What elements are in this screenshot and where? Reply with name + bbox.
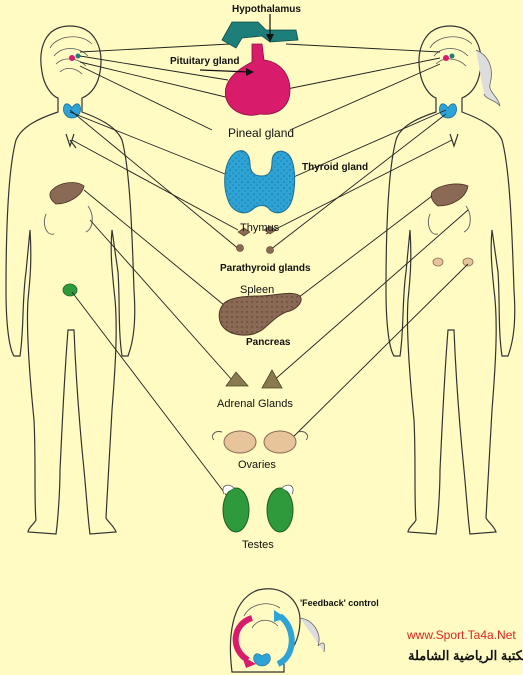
- female-figure: [385, 25, 516, 535]
- female-hypothalamus-dot: [449, 53, 455, 59]
- male-kidney-right: [85, 205, 93, 233]
- label-pineal: Pineal gland: [228, 126, 295, 140]
- pituitary-arrowhead: [246, 68, 254, 76]
- female-kidney-right: [463, 205, 471, 233]
- male-pituitary-dot: [69, 55, 75, 61]
- parathyroid-dot-2: [266, 246, 274, 254]
- female-thymus: [449, 133, 459, 148]
- label-thymus: Thymus: [240, 222, 280, 234]
- label-testes: Testes: [242, 539, 274, 551]
- female-brain: [429, 36, 473, 67]
- female-kidney-left: [427, 213, 439, 235]
- male-figure: [5, 25, 136, 535]
- pituitary-shape: [224, 43, 291, 116]
- pancreas-texture: [219, 293, 302, 336]
- adrenal-right: [261, 369, 283, 389]
- thyroid-texture: [224, 150, 295, 213]
- parathyroid-dot-1: [236, 244, 244, 252]
- female-ovary-right: [462, 257, 474, 267]
- thymus-piece-left: [237, 227, 251, 237]
- label-feedback: 'Feedback' control: [300, 598, 379, 608]
- testis-right: [266, 487, 294, 533]
- female-pancreas: [430, 183, 469, 207]
- male-hypothalamus-dot: [75, 53, 81, 59]
- ovary-right: [263, 430, 297, 454]
- label-parathyroid: Parathyroid glands: [220, 263, 311, 274]
- female-pituitary-dot: [443, 55, 449, 61]
- thymus-piece-right: [263, 225, 277, 235]
- feedback-arrow-magenta: [232, 615, 254, 663]
- watermark-url: www.Sport.Ta4a.Net: [407, 628, 516, 642]
- male-thymus: [65, 133, 77, 149]
- label-pituitary: Pituitary gland: [170, 56, 240, 67]
- ovary-left: [223, 430, 257, 454]
- hypothalamus-shape: [221, 21, 299, 49]
- pituitary-arrow: [199, 69, 251, 73]
- label-hypothalamus: Hypothalamus: [232, 4, 301, 15]
- male-pancreas: [49, 182, 85, 205]
- male-testes: [62, 283, 78, 297]
- label-adrenal: Adrenal Glands: [217, 398, 293, 410]
- label-ovaries: Ovaries: [238, 459, 276, 471]
- hypothalamus-arrowhead: [266, 34, 274, 42]
- testis-left: [222, 487, 250, 533]
- label-spleen: Spleen: [240, 284, 275, 296]
- adrenal-left: [225, 371, 249, 387]
- label-pancreas: Pancreas: [246, 337, 291, 348]
- watermark-arabic: المكتبة الرياضية الشاملة: [408, 648, 523, 663]
- feedback-head: [229, 588, 325, 673]
- label-thyroid: Thyroid gland: [302, 162, 369, 173]
- feedback-arrow-blue: [276, 613, 295, 667]
- male-kidney-left: [43, 213, 55, 235]
- female-ovary-left: [432, 257, 444, 267]
